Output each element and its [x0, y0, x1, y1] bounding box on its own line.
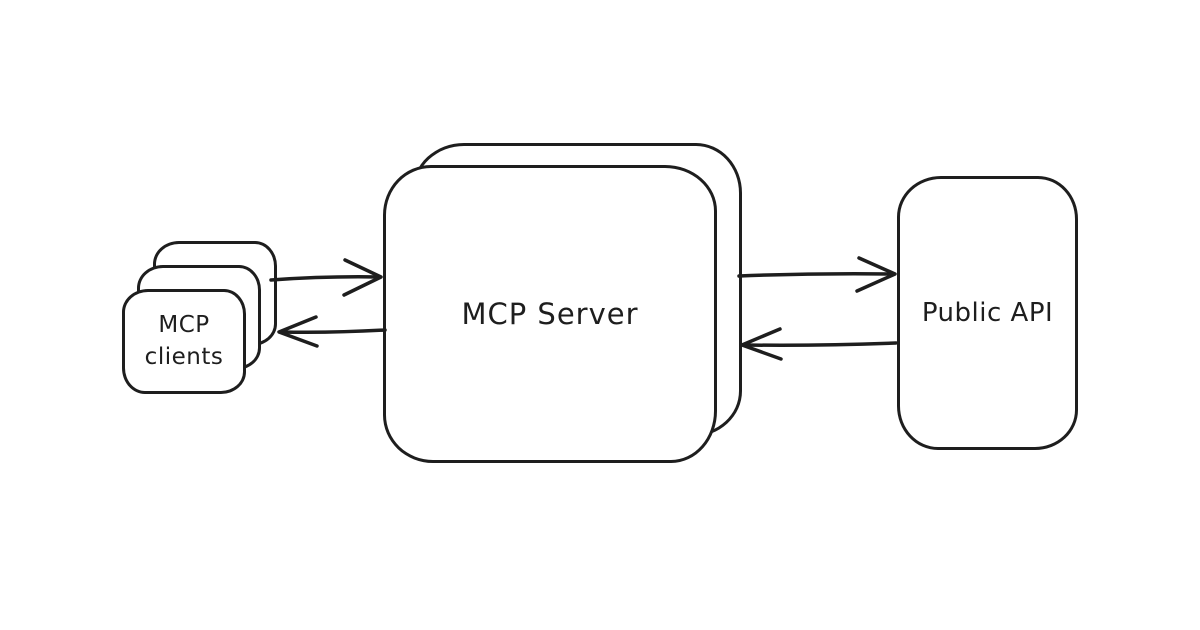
- arrow-server-to-clients: [277, 315, 387, 348]
- mcp-clients-label: MCP clients: [145, 310, 224, 372]
- mcp-clients-card-front: MCP clients: [122, 289, 246, 394]
- mcp-clients-label-line1: MCP: [158, 312, 210, 339]
- mcp-server-label: MCP Server: [461, 297, 639, 331]
- public-api-label: Public API: [921, 298, 1054, 328]
- arrow-server-to-api: [737, 256, 897, 293]
- mcp-server-box-front: MCP Server: [383, 165, 717, 463]
- arrow-api-to-server: [740, 327, 898, 361]
- public-api-box: Public API: [897, 176, 1078, 450]
- arrow-clients-to-server: [269, 258, 383, 297]
- mcp-clients-label-line2: clients: [144, 343, 224, 370]
